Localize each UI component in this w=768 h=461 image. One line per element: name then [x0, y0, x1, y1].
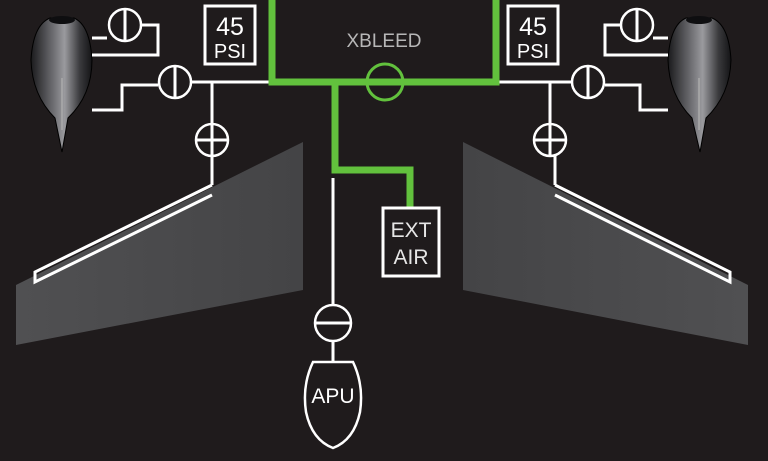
left-pressure-unit: PSI: [214, 41, 246, 63]
left-wing-duct: [33, 152, 214, 285]
left-engine-bleed-lines: [92, 7, 272, 158]
xbleed-label: XBLEED: [347, 31, 422, 52]
ext-air-box: EXT AIR: [381, 206, 441, 278]
left-pressure-value: 45: [216, 13, 244, 41]
ext-air-line2: AIR: [393, 246, 428, 269]
right-engine-icon: [667, 16, 732, 153]
apu-bleed-line: [313, 178, 353, 362]
left-engine-icon: [30, 16, 93, 153]
right-pressure-value: 45: [519, 13, 547, 41]
right-pressure-unit: PSI: [517, 41, 549, 63]
left-wing: [16, 142, 303, 345]
ext-air-line1: EXT: [391, 219, 432, 242]
left-pressure-indicator: 45 PSI: [203, 4, 257, 66]
right-wing-duct: [553, 152, 732, 285]
right-engine-bleed-lines: [496, 7, 668, 158]
apu-label: APU: [311, 385, 354, 408]
right-wing: [463, 142, 748, 345]
apu-icon: APU: [303, 360, 363, 450]
right-pressure-indicator: 45 PSI: [506, 4, 560, 66]
